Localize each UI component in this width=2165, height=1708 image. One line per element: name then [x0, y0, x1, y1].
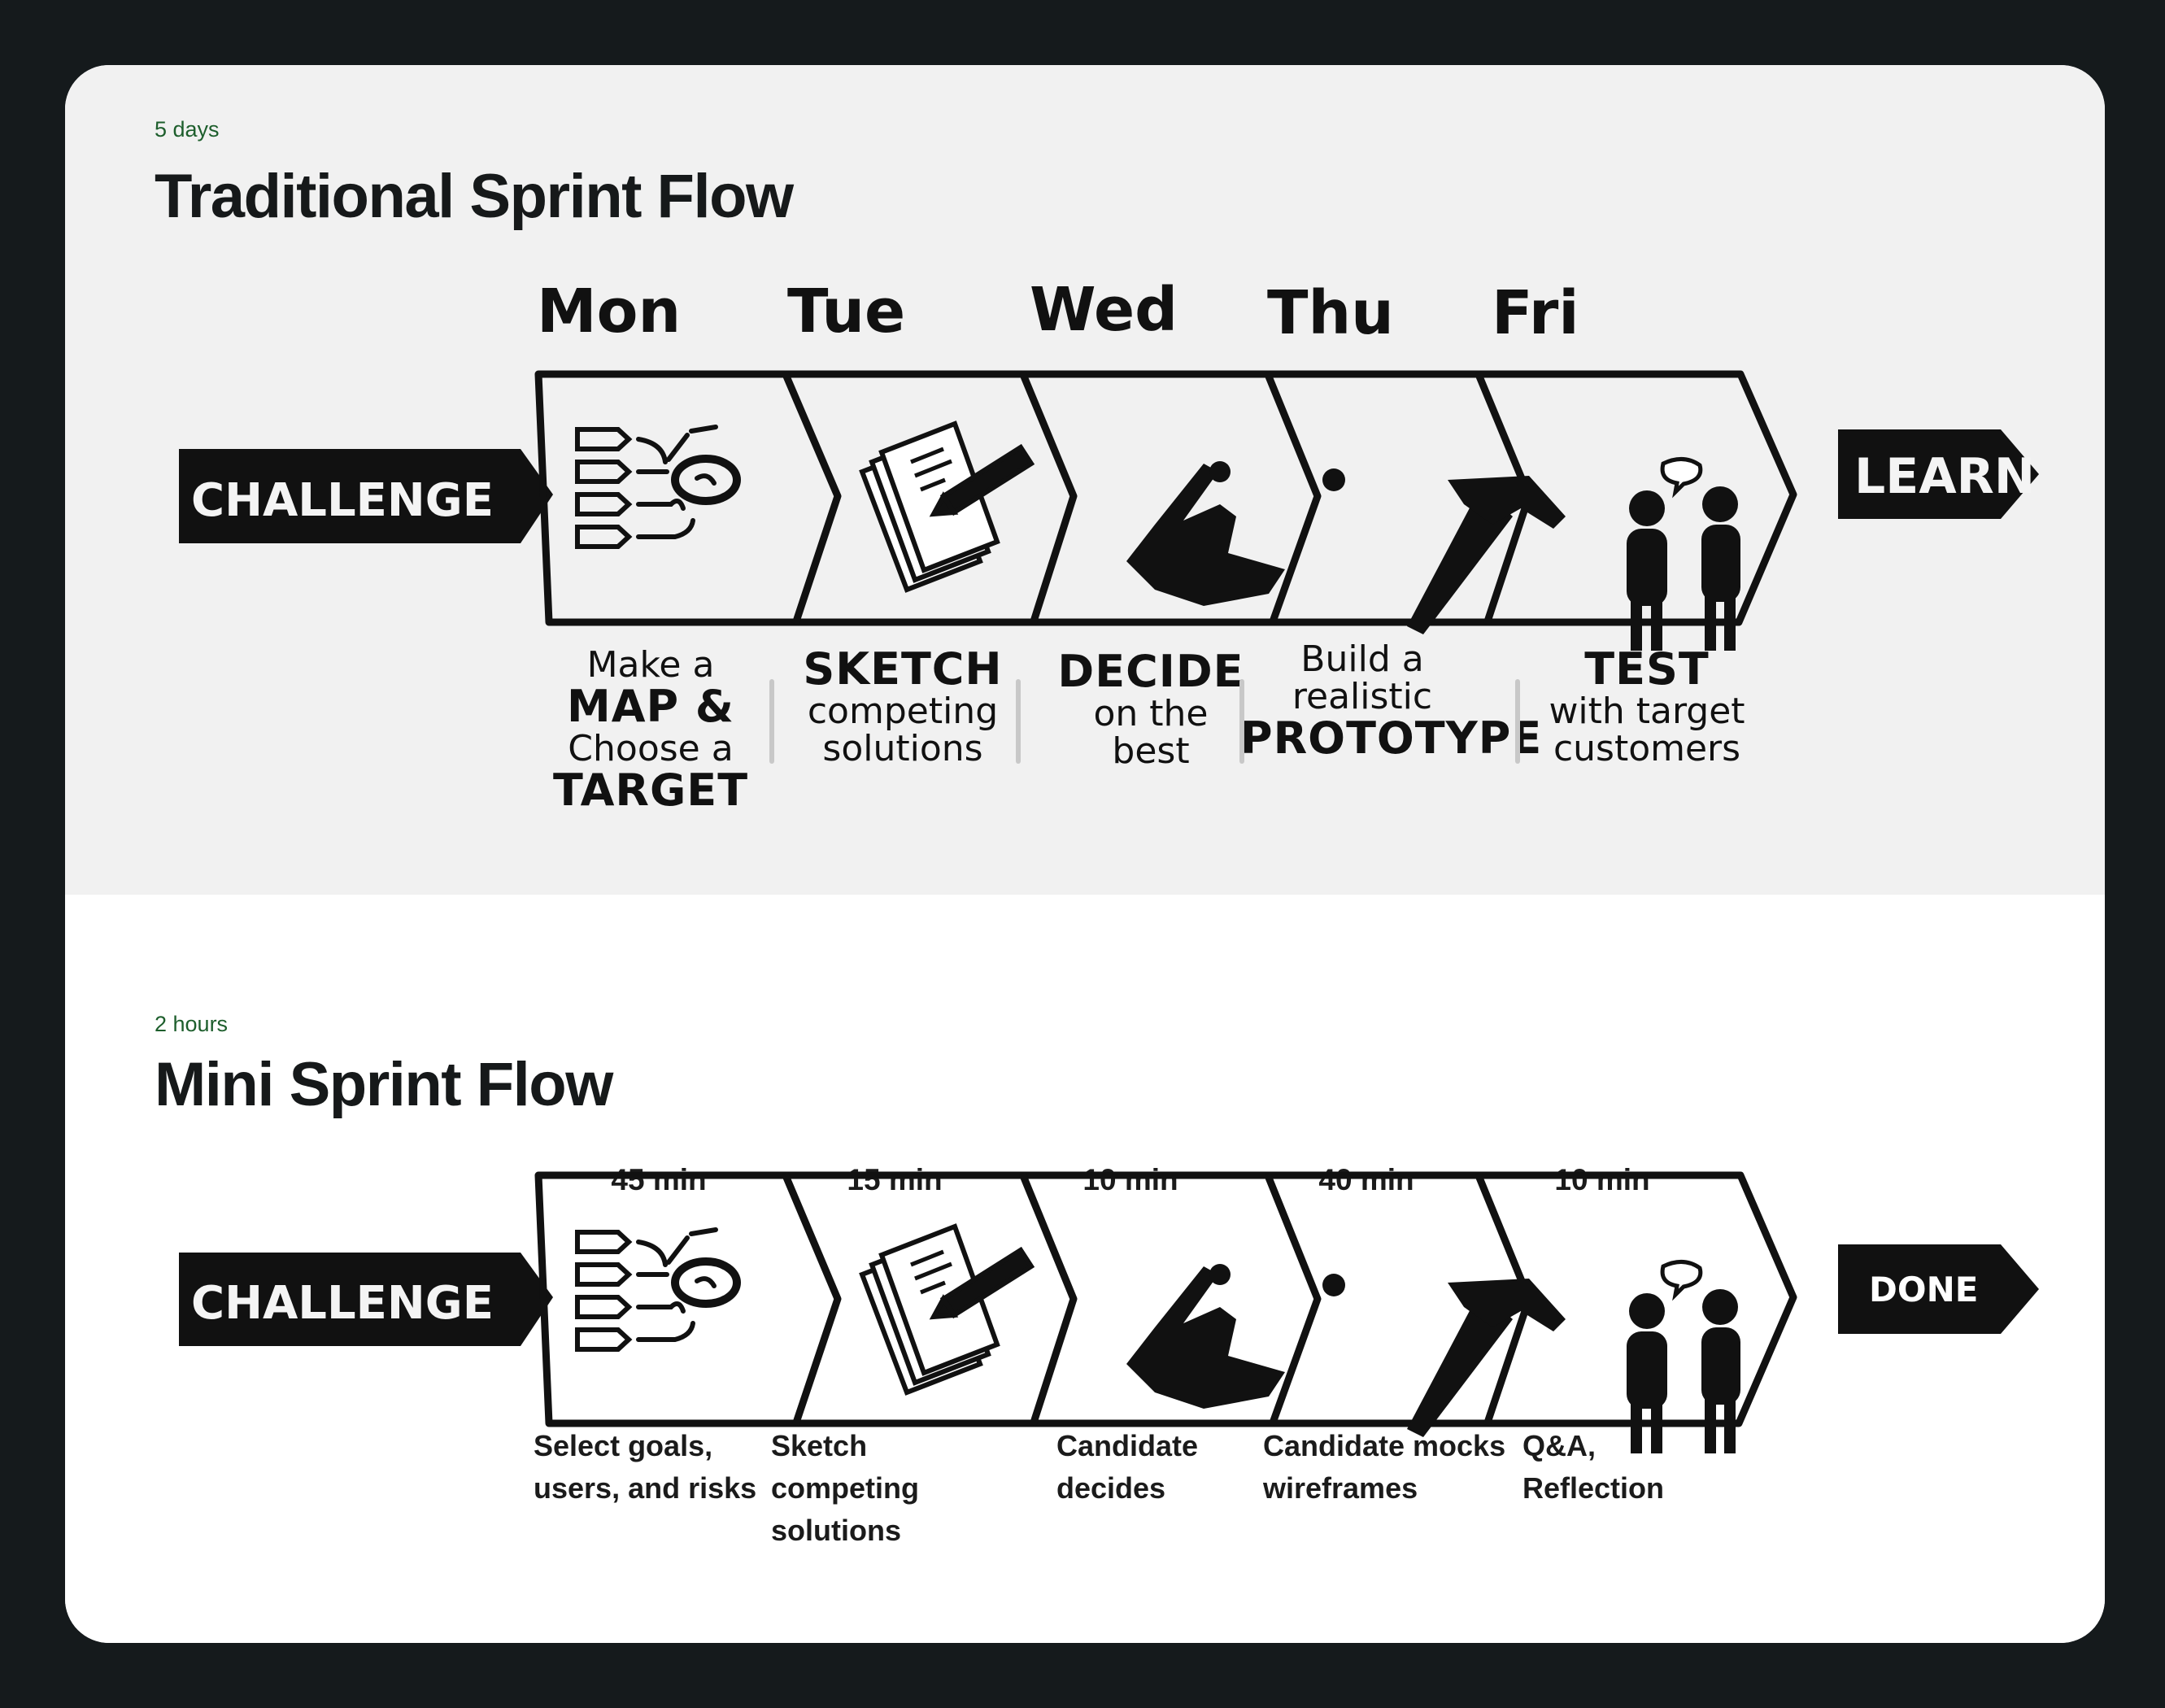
traditional-flow: Mon Tue Wed Thu Fri CHALLENGE	[65, 65, 2105, 895]
step-description-test: TEST with target customers	[1521, 647, 1773, 768]
day-label-fri: Fri	[1492, 278, 1579, 348]
hammer-icon	[1407, 476, 1566, 634]
step-line: customers	[1521, 730, 1773, 768]
step-line: on the	[1029, 695, 1273, 733]
card: 5 days Traditional Sprint Flow Mon Tue W…	[65, 65, 2105, 1643]
step-line: best	[1029, 733, 1273, 770]
mini-section: 2 hours Mini Sprint Flow 45 min 15 min 1…	[65, 895, 2105, 1643]
day-label-wed: Wed	[1030, 275, 1178, 345]
step-description-prototype: Build a realistic PROTOTYPE	[1240, 641, 1484, 762]
step-line: DECIDE	[1029, 649, 1273, 695]
step-line: TARGET	[529, 768, 773, 814]
step-line: with target	[1521, 693, 1773, 730]
step-description-decide: DECIDE on the best	[1029, 649, 1273, 770]
step-line: SKETCH	[781, 647, 1025, 693]
mini-step-description: Q&A, Reflection	[1522, 1425, 1775, 1510]
step-divider	[769, 679, 774, 764]
step-line: MAP &	[529, 684, 773, 730]
day-label-tue: Tue	[787, 277, 905, 346]
mini-step-description: Select goals, users, and risks	[534, 1425, 786, 1510]
step-line: solutions	[781, 730, 1025, 768]
mini-flow-graphic: CHALLENGE	[65, 895, 2105, 1643]
step-description-sketch: SKETCH competing solutions	[781, 647, 1025, 768]
mini-step-description: Candidate mocks wireframes	[1263, 1425, 1515, 1510]
mini-flow: CHALLENGE	[65, 895, 2105, 1643]
step-line: competing	[781, 693, 1025, 730]
step-line: realistic	[1240, 678, 1484, 716]
learn-arrow: LEARN	[1838, 429, 2039, 519]
challenge-arrow: CHALLENGE	[179, 449, 553, 543]
step-line: Make a	[529, 647, 773, 684]
traditional-section: 5 days Traditional Sprint Flow Mon Tue W…	[65, 65, 2105, 895]
sketch-pencil-icon	[862, 1227, 1031, 1392]
step-line: Choose a	[529, 730, 773, 768]
day-label-thu: Thu	[1267, 278, 1394, 348]
map-checklist-icon	[577, 427, 737, 547]
step-divider	[1515, 679, 1520, 764]
map-checklist-icon	[577, 1230, 737, 1349]
hammer-icon	[1407, 1279, 1566, 1437]
learn-label: LEARN	[1854, 448, 2035, 505]
step-divider	[1016, 679, 1021, 764]
step-description-map: Make a MAP & Choose a TARGET	[529, 647, 773, 814]
challenge-arrow: CHALLENGE	[179, 1253, 553, 1346]
step-line: PROTOTYPE	[1240, 716, 1484, 762]
done-label: DONE	[1869, 1270, 1978, 1309]
challenge-label: CHALLENGE	[191, 1277, 494, 1330]
mini-step-description: Sketch competing solutions	[771, 1425, 1023, 1552]
day-label-mon: Mon	[537, 277, 681, 346]
sketch-pencil-icon	[862, 424, 1031, 590]
step-line: TEST	[1521, 647, 1773, 693]
challenge-label: CHALLENGE	[191, 474, 494, 527]
done-arrow: DONE	[1838, 1244, 2039, 1334]
step-line: Build a	[1240, 641, 1484, 678]
